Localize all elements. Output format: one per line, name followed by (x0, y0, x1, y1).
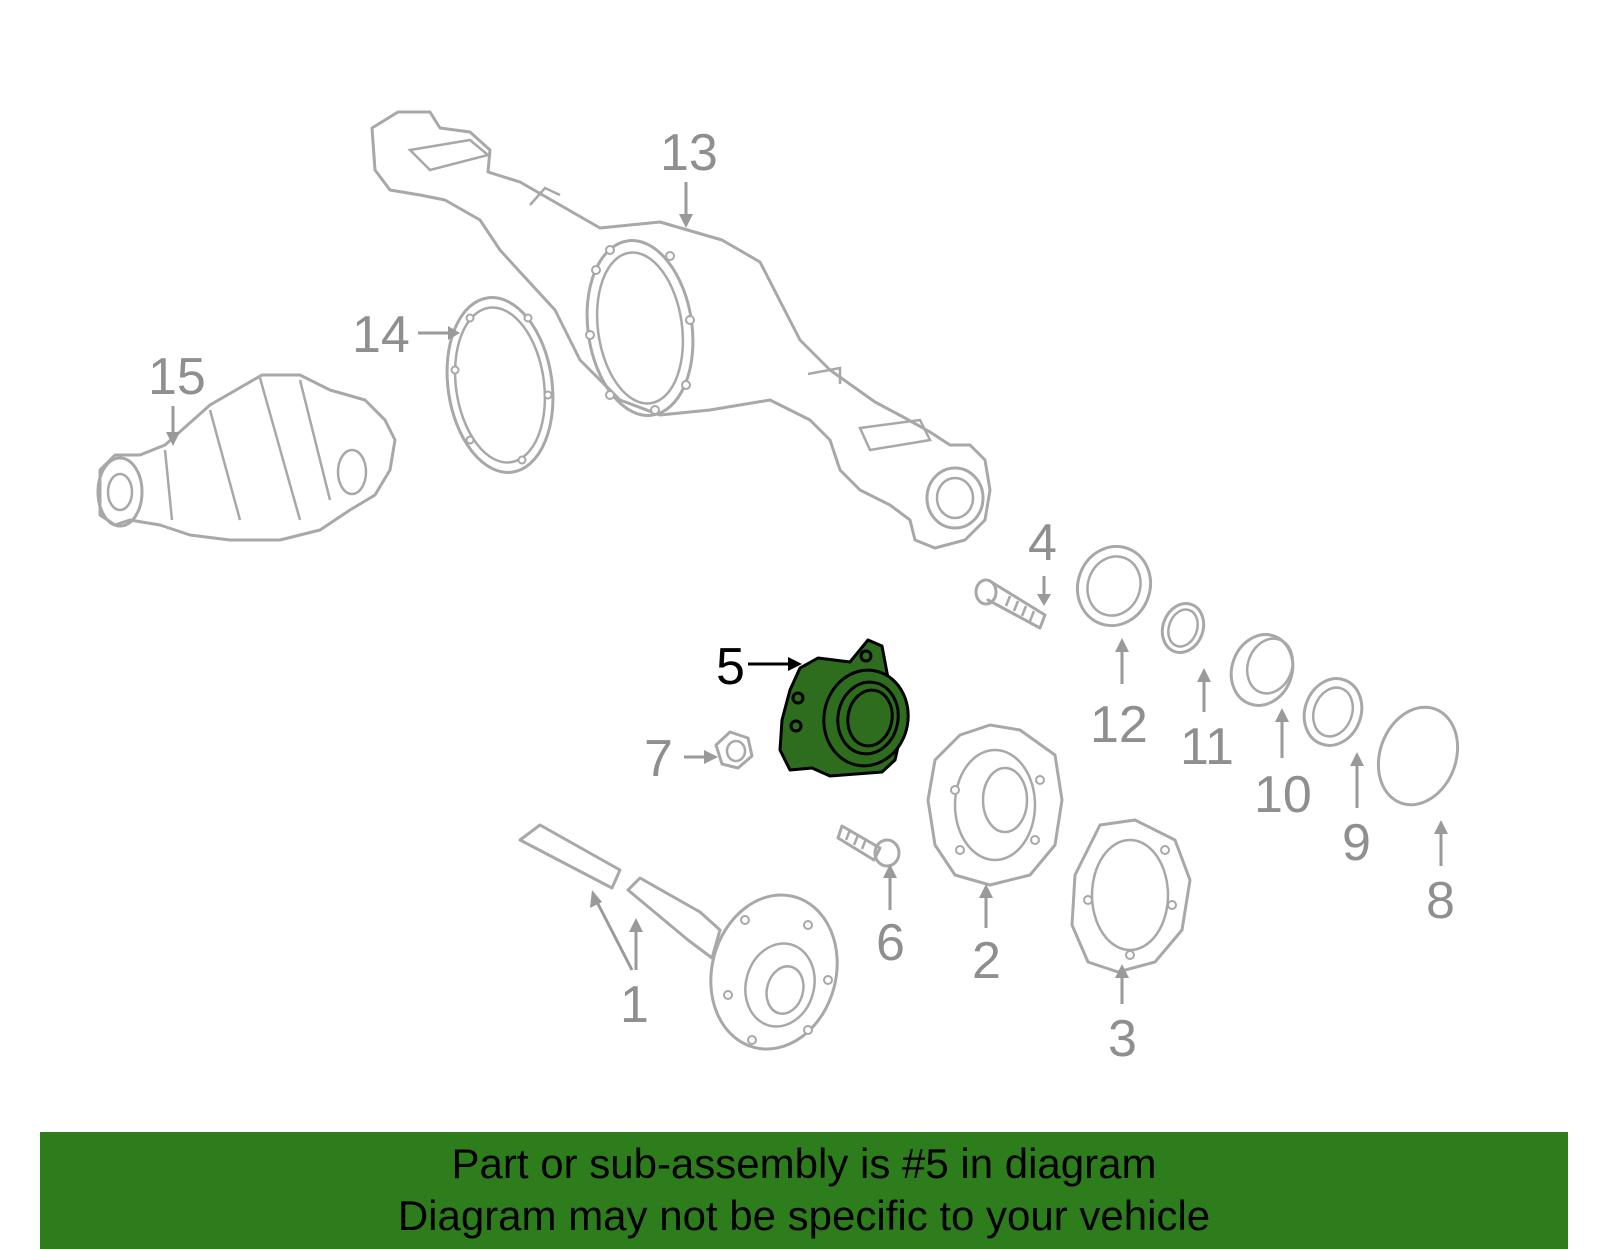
banner-line-part-info: Part or sub-assembly is #5 in diagram (451, 1140, 1157, 1187)
snap-ring-part-11[interactable] (1156, 598, 1211, 659)
info-banner: Part or sub-assembly is #5 in diagram Di… (40, 1132, 1568, 1249)
o-ring-part-8[interactable] (1365, 696, 1471, 816)
bearing-ring-part-9[interactable] (1295, 670, 1371, 753)
nut-part-7[interactable] (714, 730, 754, 770)
callout-14: 14 (352, 306, 410, 364)
oil-seal-part-12[interactable] (1066, 536, 1161, 636)
callout-5: 5 (716, 638, 745, 696)
bolt-part-4[interactable] (974, 578, 1047, 630)
callout-10: 10 (1254, 766, 1312, 824)
stud-bolt-part-6[interactable] (836, 824, 901, 868)
gasket-part-3[interactable] (1070, 818, 1192, 974)
bearing-retainer-part-5[interactable] (778, 638, 916, 778)
callout-12: 12 (1090, 696, 1148, 754)
callout-3: 3 (1108, 1010, 1137, 1068)
callout-15: 15 (148, 348, 206, 406)
callout-11: 11 (1180, 718, 1234, 776)
callout-8: 8 (1426, 872, 1455, 930)
callout-2: 2 (972, 932, 1001, 990)
callout-9: 9 (1342, 814, 1371, 872)
differential-carrier-part-15[interactable] (96, 373, 397, 542)
callout-arrows (166, 182, 1448, 1004)
gasket-part-14[interactable] (436, 291, 563, 480)
callout-4: 4 (1028, 514, 1057, 572)
banner-line-disclaimer: Diagram may not be specific to your vehi… (397, 1192, 1211, 1239)
bearing-part-10[interactable] (1221, 626, 1302, 714)
callout-1: 1 (620, 976, 649, 1034)
callout-13: 13 (660, 124, 718, 182)
callout-7: 7 (644, 730, 673, 788)
callout-6: 6 (876, 914, 905, 972)
backing-plate-part-2[interactable] (926, 723, 1064, 887)
axle-shaft-part-1[interactable] (518, 823, 854, 1063)
axle-housing-part-13[interactable] (370, 110, 992, 550)
